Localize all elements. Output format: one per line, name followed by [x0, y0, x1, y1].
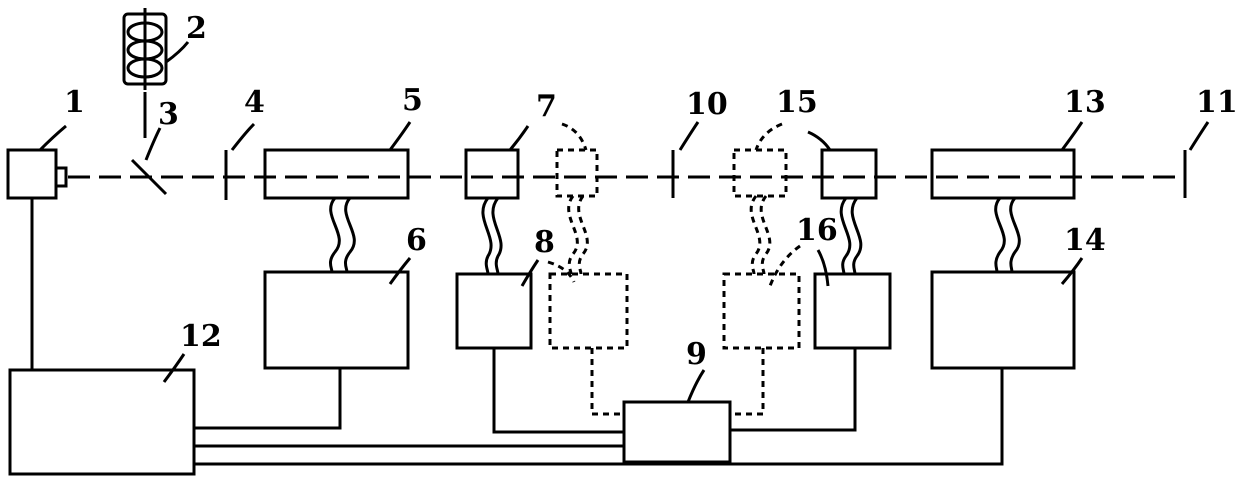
leader-13	[1062, 122, 1082, 150]
label-7: 7	[536, 89, 557, 124]
component-16-box	[815, 274, 890, 348]
component-1-box	[8, 150, 56, 198]
label-4: 4	[244, 85, 265, 120]
component-9-box	[624, 402, 730, 462]
leader-2	[166, 42, 188, 62]
label-13: 13	[1064, 85, 1106, 120]
component-7-box	[466, 150, 518, 198]
component-5-box	[265, 150, 408, 198]
component-2-lens-stack	[124, 8, 166, 90]
component-14-box	[932, 272, 1074, 368]
label-8: 8	[534, 225, 555, 260]
component-15-box	[822, 150, 876, 198]
label-2: 2	[186, 11, 207, 46]
cable-15-16	[841, 198, 861, 274]
wire-8alt-9-dashed	[592, 348, 624, 414]
leader-3	[146, 128, 160, 160]
label-1: 1	[64, 85, 85, 120]
leader-5	[390, 122, 410, 150]
label-5: 5	[402, 83, 423, 118]
leader-15	[808, 132, 830, 150]
leader-7-dashed	[562, 124, 586, 150]
cable-7-8	[483, 198, 501, 274]
cable-7alt-8alt-dashed	[569, 196, 588, 274]
component-12-box	[10, 370, 194, 474]
leader-10	[680, 122, 698, 150]
label-12: 12	[180, 319, 222, 354]
cable-15alt-16alt-dashed	[751, 196, 770, 274]
leader-1	[40, 126, 66, 150]
leader-7	[510, 126, 528, 150]
label-3: 3	[158, 97, 179, 132]
label-11: 11	[1196, 85, 1238, 120]
wire-8-9	[494, 348, 624, 432]
label-10: 10	[686, 87, 728, 122]
component-13-box	[932, 150, 1074, 198]
leader-4	[232, 124, 254, 150]
component-8-box	[457, 274, 531, 348]
component-7-dashed-box	[557, 150, 597, 196]
component-1-emitter	[56, 168, 66, 186]
label-16: 16	[796, 213, 838, 248]
component-6-box	[265, 272, 408, 368]
wire-6-12	[194, 368, 340, 428]
wire-16-9	[730, 348, 855, 430]
leader-12	[164, 354, 184, 382]
label-9: 9	[686, 337, 707, 372]
leader-16-dashed	[770, 246, 800, 286]
cable-5-6	[330, 198, 354, 272]
wire-16alt-9-dashed	[730, 348, 763, 414]
leader-11	[1190, 122, 1208, 150]
wire-14-12	[194, 368, 1002, 464]
leader-16	[818, 250, 828, 286]
component-15-dashed-box	[734, 150, 786, 196]
label-15: 15	[776, 85, 818, 120]
component-16-dashed-box	[724, 274, 799, 348]
component-8-dashed-box	[550, 274, 627, 348]
label-6: 6	[406, 223, 427, 258]
leader-15-dashed	[756, 124, 782, 150]
cable-13-14	[996, 198, 1020, 272]
leader-9	[688, 370, 704, 402]
label-14: 14	[1064, 223, 1106, 258]
